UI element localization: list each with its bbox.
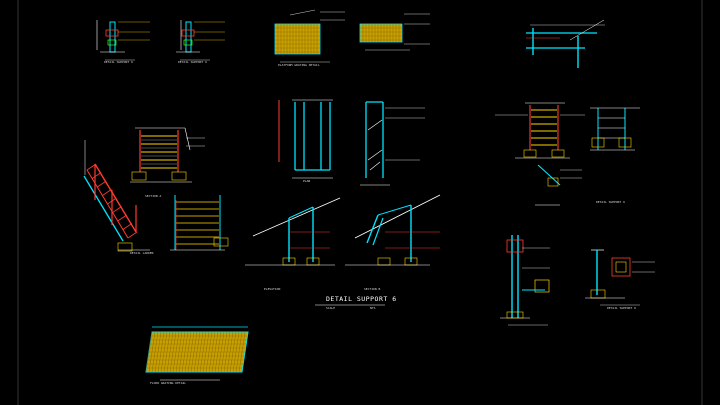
- caption-section-a: SECTION A: [145, 194, 162, 198]
- caption-support-b: DETAIL SUPPORT 6: [178, 60, 207, 64]
- support-top-right: [526, 19, 605, 68]
- grating-panel-top-b: [359, 13, 430, 51]
- caption-grating-bottom: FLOOR GRATING DETAIL: [150, 381, 187, 385]
- grating-panel-top-a: [274, 9, 345, 63]
- grating-panel-bottom: [145, 326, 249, 381]
- right-bracket-small: [535, 164, 582, 206]
- caption-section-b: SECTION B: [364, 287, 381, 291]
- right-section-a: [495, 102, 585, 159]
- column-section-b: [360, 101, 425, 186]
- drawing-line: [86, 163, 97, 171]
- drawing-line: [127, 231, 138, 239]
- drawing-line: [102, 189, 112, 196]
- detail-support-small-b: [176, 20, 225, 61]
- sloped-support-b: [345, 194, 441, 266]
- main-title-nts: NTS: [370, 306, 376, 310]
- caption-grating-top: PLATFORM GRATING DETAIL: [278, 63, 320, 67]
- caption-ladder-detail: DETAIL LADDER: [130, 251, 154, 255]
- right-section-b: [590, 107, 640, 151]
- drawing-line: [107, 197, 117, 205]
- drawing-line: [112, 206, 122, 213]
- right-column-a: [500, 235, 550, 326]
- caption-right-detail-a: DETAIL SUPPORT 6: [596, 200, 625, 204]
- main-title: DETAIL SUPPORT 6: [326, 295, 397, 303]
- sloped-support-a: [245, 197, 341, 266]
- caption-right-detail-b: DETAIL SUPPORT 6: [607, 306, 636, 310]
- ladder-detail: [170, 195, 229, 251]
- right-column-b: [585, 249, 655, 306]
- column-section-a: [278, 99, 333, 179]
- drawing-line: [117, 214, 127, 222]
- caption-plan: PLAN: [303, 179, 311, 183]
- drawing-line: [122, 223, 133, 230]
- stair-section: [130, 127, 205, 183]
- stair-elevation: [83, 140, 150, 252]
- detail-support-small-a: [96, 20, 150, 61]
- caption-support-a: DETAIL SUPPORT 6: [104, 60, 133, 64]
- main-title-scale: SCALE: [326, 306, 336, 310]
- drawing-line: [91, 172, 102, 179]
- caption-elevation: ELEVATION: [264, 287, 281, 291]
- drawing-line: [97, 180, 107, 188]
